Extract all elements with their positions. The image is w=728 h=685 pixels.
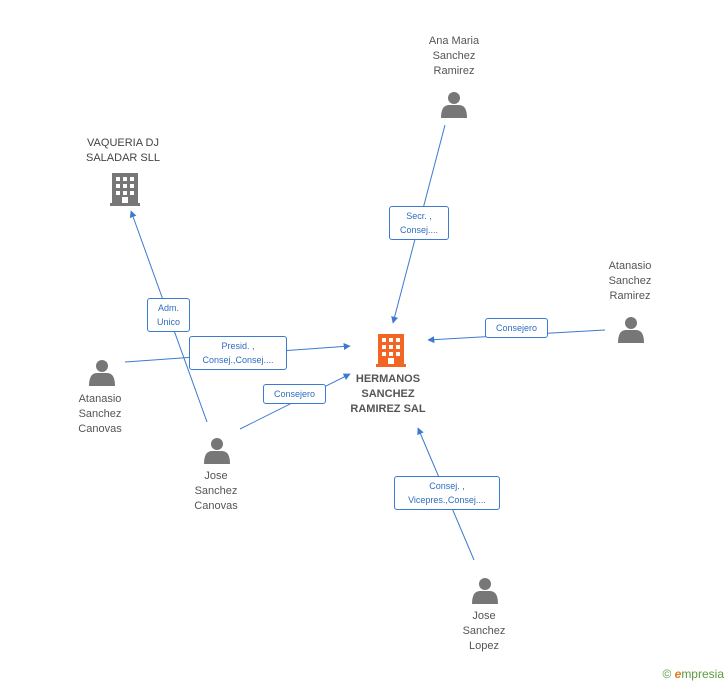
node-label-atanasio-sanchez-canovas[interactable]: Atanasio Sanchez Canovas bbox=[78, 393, 122, 435]
node-label-hermanos-sanchez-ramirez[interactable]: HERMANOS SANCHEZ RAMIREZ SAL bbox=[350, 373, 426, 415]
node-label-vaqueria-dj-saladar[interactable]: VAQUERIA DJ SALADAR SLL bbox=[86, 137, 160, 164]
empresia-logo: © empresia bbox=[662, 667, 724, 681]
edge-label-secr-consej[interactable]: Secr. , Consej.... bbox=[389, 206, 449, 240]
building-icon[interactable] bbox=[110, 173, 140, 206]
edge-label-consejero[interactable]: Consejero bbox=[485, 318, 548, 338]
edge-label-presid-consej[interactable]: Presid. , Consej.,Consej.... bbox=[189, 336, 287, 370]
node-label-jose-sanchez-canovas[interactable]: Jose Sanchez Canovas bbox=[194, 470, 238, 512]
person-icon[interactable] bbox=[618, 317, 644, 343]
edge-label-consej-vicepres[interactable]: Consej. , Vicepres.,Consej.... bbox=[394, 476, 500, 510]
node-label-ana-maria-sanchez-ramirez[interactable]: Ana Maria Sanchez Ramirez bbox=[428, 35, 480, 77]
node-label-jose-sanchez-lopez[interactable]: Jose Sanchez Lopez bbox=[462, 610, 506, 652]
brand-initial: e bbox=[674, 667, 682, 681]
person-icon[interactable] bbox=[472, 578, 498, 604]
edge-label-consejero[interactable]: Consejero bbox=[263, 384, 326, 404]
person-icon[interactable] bbox=[441, 92, 467, 118]
copyright-icon: © bbox=[662, 667, 672, 681]
person-icon[interactable] bbox=[204, 438, 230, 464]
brand-name: mpresia bbox=[681, 667, 724, 681]
edge-label-adm-unico[interactable]: Adm. Unico bbox=[147, 298, 190, 332]
building-icon[interactable] bbox=[376, 334, 406, 367]
node-label-atanasio-sanchez-ramirez[interactable]: Atanasio Sanchez Ramirez bbox=[608, 260, 652, 302]
person-icon[interactable] bbox=[89, 360, 115, 386]
